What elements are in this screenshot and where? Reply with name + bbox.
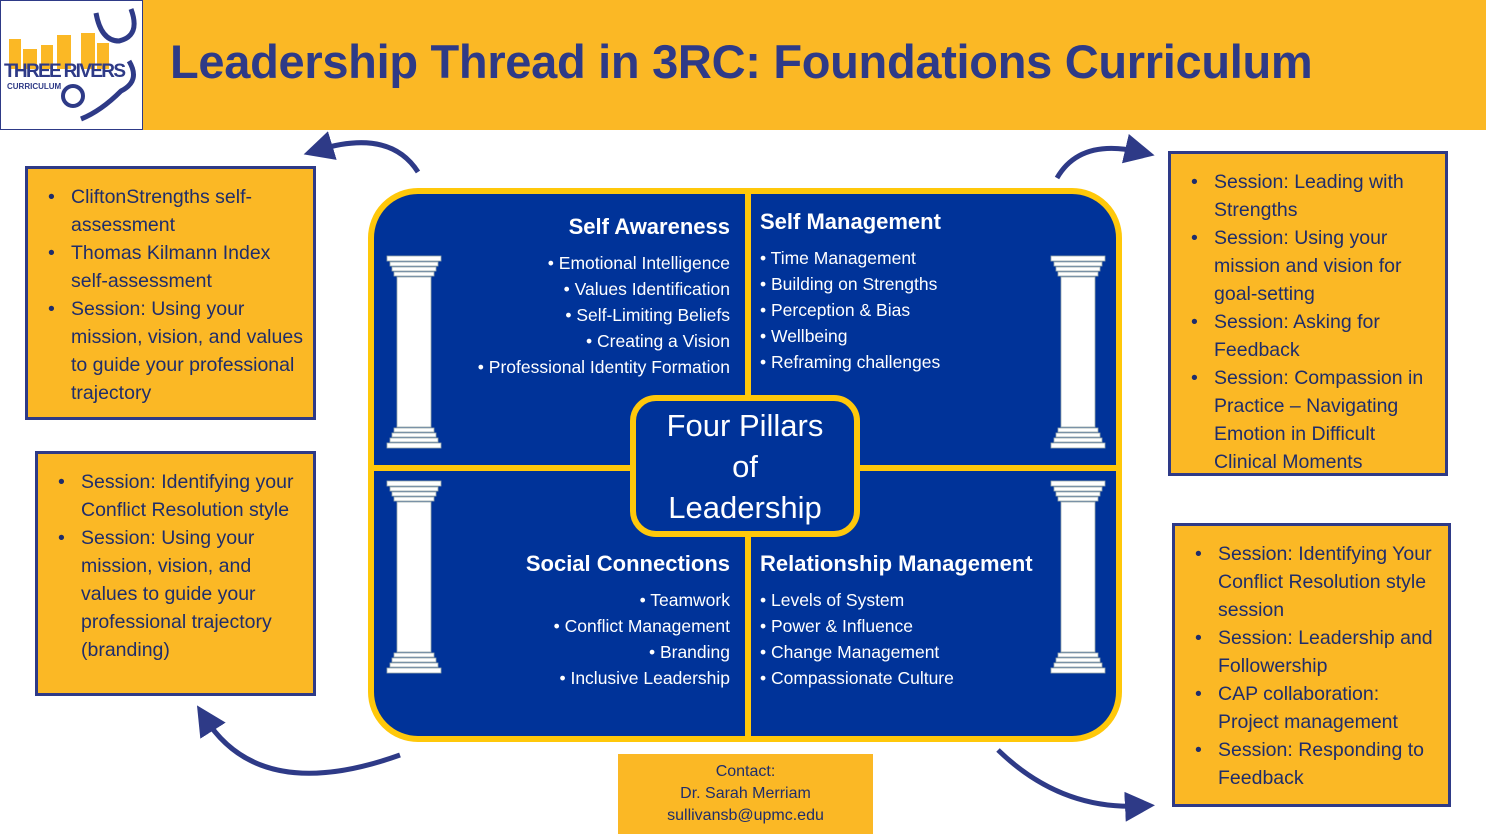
contact-email-link[interactable]: sullivansb@upmc.edu <box>667 807 824 824</box>
contact-box: Contact: Dr. Sarah Merriam sullivansb@up… <box>618 754 873 834</box>
left-bottom-box: Session: Identifying your Conflict Resol… <box>35 451 316 696</box>
list-item: • Conflict Management <box>553 616 730 636</box>
page-title: Leadership Thread in 3RC: Foundations Cu… <box>170 35 1313 88</box>
list-item: Session: Leading with Strengths <box>1189 168 1435 224</box>
four-pillars-panel: Self Awareness • Emotional Intelligence •… <box>368 188 1122 742</box>
list-item: • Emotional Intelligence <box>547 253 730 273</box>
list-item: • Values Identification <box>563 279 730 299</box>
list-item: • Building on Strengths <box>760 274 938 294</box>
quadrant-title: Social Connections <box>525 551 730 576</box>
left-top-box: CliftonStrengths self-assessmentThomas K… <box>25 166 316 420</box>
list-item: Session: Leadership and Followership <box>1193 624 1438 680</box>
list-item: CliftonStrengths self-assessment <box>46 183 303 239</box>
four-pillars-label: Four Pillars of Leadership <box>630 395 860 537</box>
list-item: • Inclusive Leadership <box>559 668 730 688</box>
list-item: • Reframing challenges <box>760 352 941 372</box>
contact-label: Contact: <box>715 763 776 780</box>
list-item: Session: Asking for Feedback <box>1189 308 1435 364</box>
list-item: Session: Identifying your Conflict Resol… <box>56 468 303 524</box>
quadrant-title: Self Management <box>760 209 941 234</box>
quadrant-title: Self Awareness <box>568 214 730 239</box>
list-item: Session: Compassion in Practice – Naviga… <box>1189 364 1435 476</box>
social-connections-quadrant: Social Connections • Teamwork • Conflict … <box>526 551 730 691</box>
quadrant-title: Relationship Management <box>760 551 1033 576</box>
list-item: • Self-Limiting Beliefs <box>565 305 730 325</box>
pillar-icon <box>1050 480 1106 674</box>
list-item: • Creating a Vision <box>586 331 730 351</box>
list-item: Session: Responding to Feedback <box>1193 736 1438 792</box>
relationship-management-quadrant: Relationship Management • Levels of Syst… <box>760 551 1033 691</box>
pillar-icon <box>1050 255 1106 449</box>
right-bottom-box: Session: Identifying Your Conflict Resol… <box>1172 523 1451 807</box>
header-band <box>143 0 1486 130</box>
list-item: • Teamwork <box>639 590 730 610</box>
list-item: • Professional Identity Formation <box>477 357 730 377</box>
list-item: • Branding <box>648 642 730 662</box>
list-item: • Compassionate Culture <box>760 668 954 688</box>
center-line: Leadership <box>668 490 822 525</box>
svg-text:CURRICULUM: CURRICULUM <box>7 82 62 91</box>
arrow-icon <box>1054 133 1155 180</box>
contact-name: Dr. Sarah Merriam <box>680 785 811 802</box>
list-item: • Wellbeing <box>760 326 848 346</box>
list-item: Session: Using your mission and vision f… <box>1189 224 1435 308</box>
arrow-icon <box>196 705 401 776</box>
svg-text:THREE RIVERS: THREE RIVERS <box>4 61 126 82</box>
center-line: Four Pillars <box>666 408 824 443</box>
list-item: • Time Management <box>760 248 916 268</box>
list-item: Session: Using your mission, vision, and… <box>56 524 303 664</box>
right-top-box: Session: Leading with StrengthsSession: … <box>1168 151 1448 476</box>
pillar-icon <box>386 255 442 449</box>
list-item: • Power & Influence <box>760 616 914 636</box>
pillar-icon <box>386 480 442 674</box>
three-rivers-logo: THREE RIVERS CURRICULUM <box>0 0 143 130</box>
self-awareness-quadrant: Self Awareness • Emotional Intelligence •… <box>478 214 730 380</box>
list-item: • Perception & Bias <box>760 300 911 320</box>
center-line: of <box>732 449 758 484</box>
self-management-quadrant: Self Management • Time Management • Build… <box>760 209 941 375</box>
arrow-icon <box>303 131 421 174</box>
list-item: • Change Management <box>760 642 940 662</box>
list-item: Session: Identifying Your Conflict Resol… <box>1193 540 1438 624</box>
list-item: Session: Using your mission, vision, and… <box>46 295 303 407</box>
list-item: • Levels of System <box>760 590 905 610</box>
list-item: CAP collaboration: Project management <box>1193 680 1438 736</box>
arrow-icon <box>996 748 1155 822</box>
list-item: Thomas Kilmann Index self-assessment <box>46 239 303 295</box>
